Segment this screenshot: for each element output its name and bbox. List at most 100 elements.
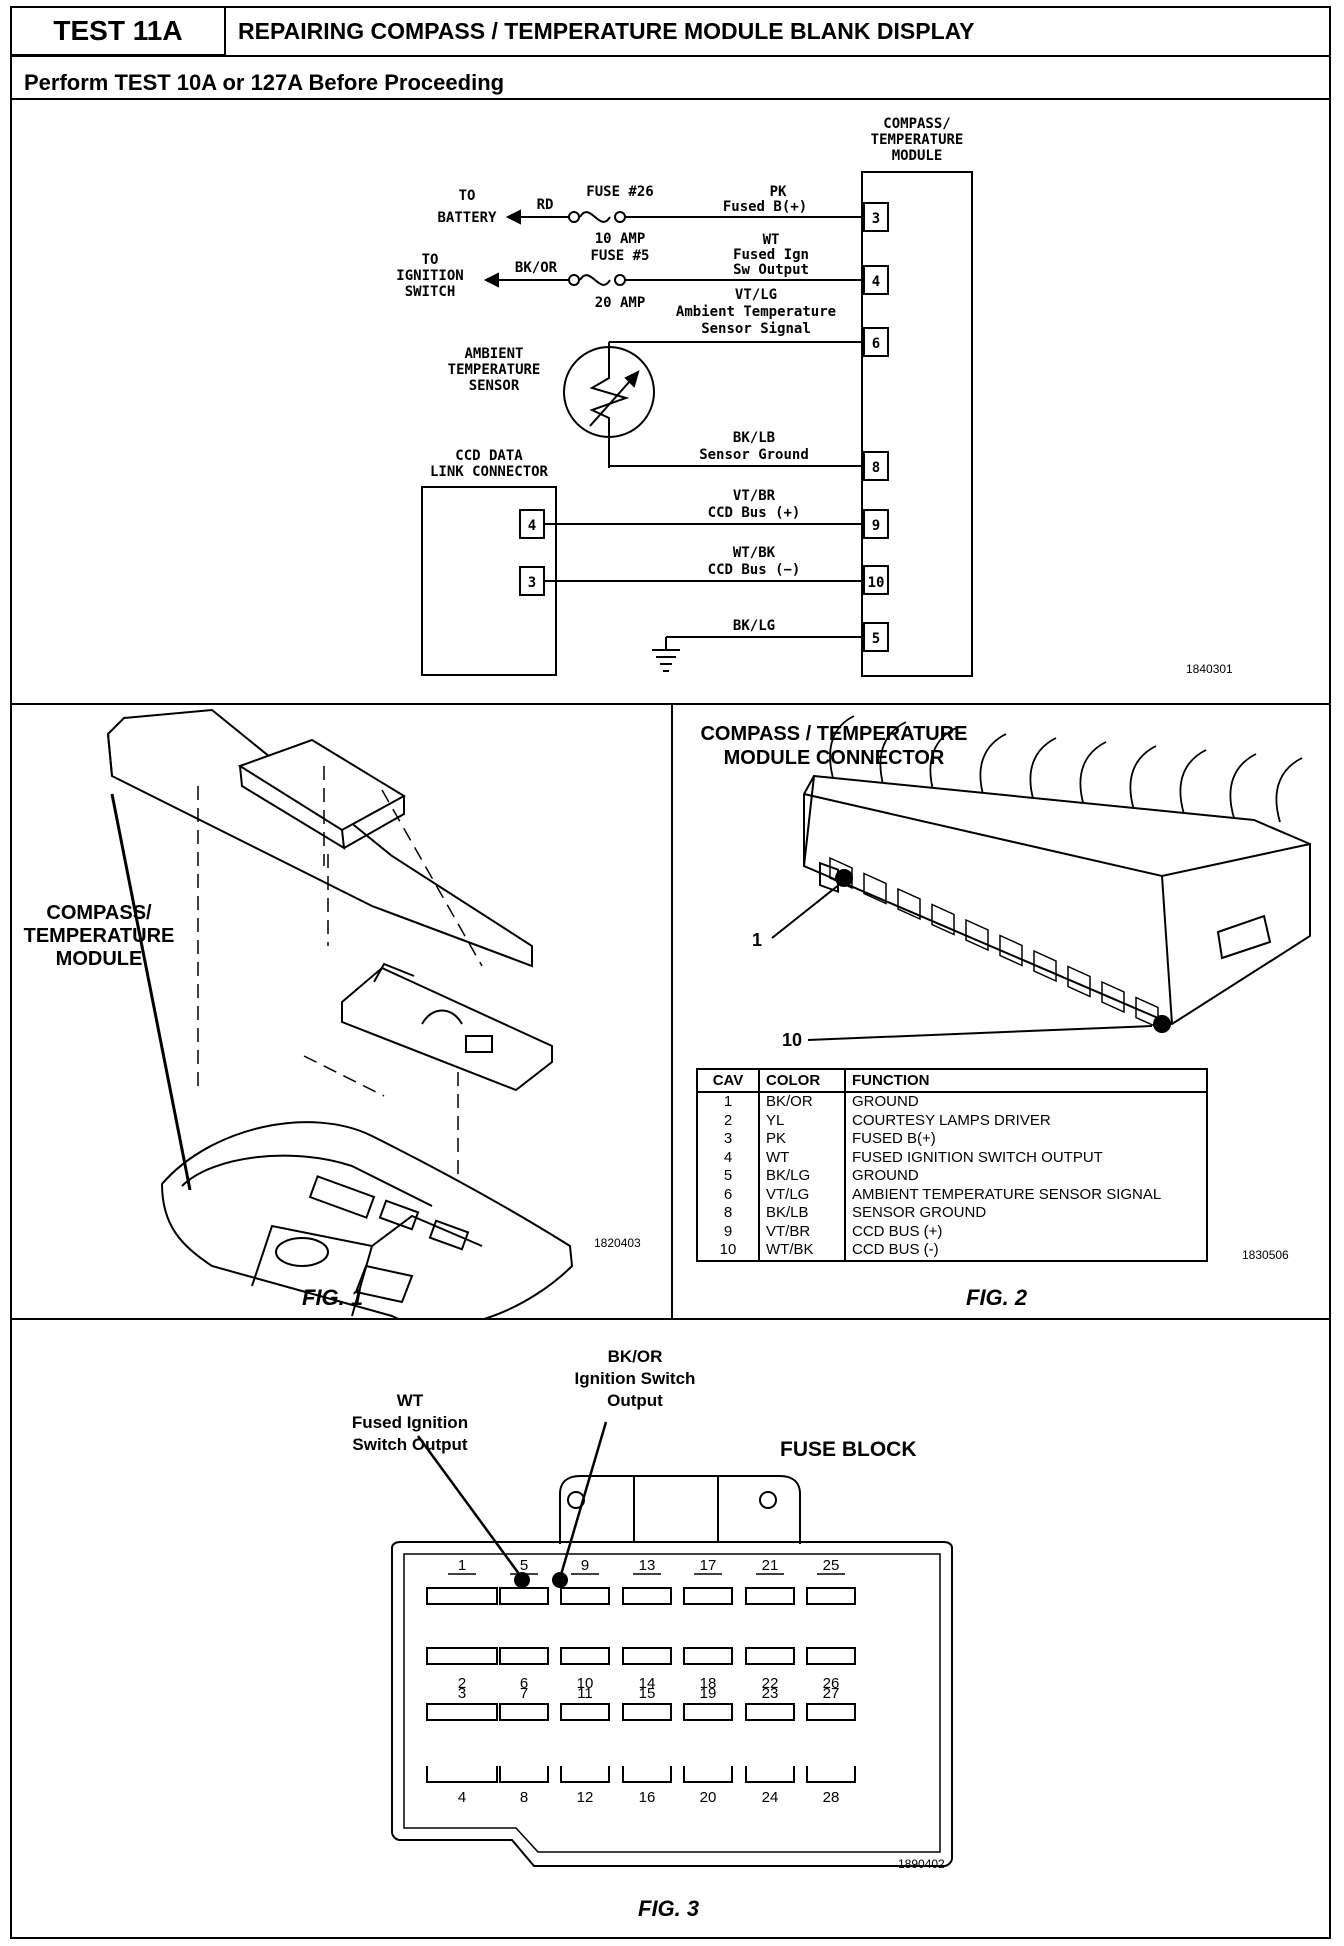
module-box: [861, 171, 973, 677]
fuse-slot: [683, 1587, 733, 1605]
svg-text:20 AMP: 20 AMP: [595, 295, 646, 311]
module-label: COMPASS/: [883, 116, 950, 132]
fuse-number: 26: [823, 1675, 840, 1692]
connector-cavity: [931, 903, 955, 936]
fuse-number: 8: [520, 1789, 528, 1806]
connector-cavity: [829, 856, 853, 890]
fig3-code: 1890402: [898, 1857, 945, 1871]
connector-cavity: [863, 872, 887, 905]
fig2-caption: FIG. 2: [966, 1285, 1028, 1310]
fuse-slot: [806, 1703, 856, 1721]
fuse-number: 10: [577, 1675, 594, 1692]
fuse-number: 17: [700, 1557, 717, 1574]
page-subtitle: Perform TEST 10A or 127A Before Proceedi…: [24, 70, 505, 95]
fuse-slot: [560, 1647, 610, 1665]
fuse-number: 12: [577, 1789, 594, 1806]
page-title: REPAIRING COMPASS / TEMPERATURE MODULE B…: [238, 18, 975, 44]
fuse-slot: [683, 1703, 733, 1721]
connector-cavity: [999, 934, 1023, 967]
fuse-number: 27: [823, 1685, 840, 1702]
fig2-pin-1-label: 1: [752, 930, 762, 950]
table-header-color: COLOR: [759, 1069, 846, 1093]
fuse-slot: [622, 1587, 672, 1605]
fuse-slot: [622, 1703, 672, 1721]
fig1-illustration: [106, 708, 574, 1318]
fuse-slot: [806, 1766, 856, 1783]
fuse-number: 22: [762, 1675, 779, 1692]
svg-text:IGNITION: IGNITION: [396, 268, 463, 284]
svg-text:5: 5: [872, 631, 880, 647]
fig1-code: 1820403: [594, 1236, 641, 1250]
fuse-number: 28: [823, 1789, 840, 1806]
fuse-slot: [499, 1703, 549, 1721]
svg-text:Ambient Temperature: Ambient Temperature: [676, 304, 836, 320]
svg-text:RD: RD: [537, 197, 554, 213]
fuse-number: 20: [700, 1789, 717, 1806]
svg-text:10 AMP: 10 AMP: [595, 231, 646, 247]
table-header-function: FUNCTION: [845, 1069, 1207, 1093]
fuse-number: 25: [823, 1557, 840, 1574]
svg-text:8: 8: [872, 460, 880, 476]
fuse-slot: [426, 1647, 498, 1665]
svg-text:9: 9: [872, 518, 880, 534]
svg-text:4: 4: [872, 274, 880, 290]
fuse-number: 21: [762, 1557, 779, 1574]
fig2-pin-10-label: 10: [782, 1030, 802, 1050]
fuse-slot: [745, 1703, 795, 1721]
fuse-slot: [426, 1587, 498, 1605]
fig3-caption: FIG. 3: [638, 1896, 700, 1921]
svg-text:SWITCH: SWITCH: [405, 284, 456, 300]
fuse-slot: [426, 1703, 498, 1721]
connector-cavity: [897, 887, 921, 921]
fuse-slot: [683, 1647, 733, 1665]
svg-text:BK/LG: BK/LG: [733, 618, 775, 634]
fuse-slot: [426, 1766, 498, 1783]
battery-label: TO: [459, 188, 476, 204]
fuse-number: 15: [639, 1685, 656, 1702]
connector-cavity: [1033, 949, 1057, 983]
fuse-slot: [499, 1647, 549, 1665]
fuse-number: 13: [639, 1557, 656, 1574]
svg-text:10: 10: [868, 575, 885, 591]
fuse-number: 2: [458, 1675, 466, 1692]
fuse-number: 18: [700, 1675, 717, 1692]
fuse-slot: [806, 1647, 856, 1665]
fuse-number: 16: [639, 1789, 656, 1806]
fuse-block-title: FUSE BLOCK: [780, 1438, 917, 1461]
svg-text:MODULE: MODULE: [892, 148, 943, 164]
fuse-number: 19: [700, 1685, 717, 1702]
svg-text:BK/LB: BK/LB: [733, 430, 775, 446]
fuse-slot: [499, 1587, 549, 1605]
svg-text:WT/BK: WT/BK: [733, 545, 776, 561]
fuse-number: 9: [581, 1557, 589, 1574]
svg-text:Fused B(+): Fused B(+): [723, 199, 807, 215]
connector-cavity: [1101, 980, 1125, 1014]
fuse-number: 4: [458, 1789, 466, 1806]
fuse-slot: [560, 1703, 610, 1721]
fuse-number: 1: [458, 1557, 466, 1574]
svg-text:TEMPERATURE: TEMPERATURE: [448, 362, 541, 378]
fuse-number: 7: [520, 1685, 528, 1702]
fuse-slot: [560, 1766, 610, 1783]
schematic-code: 1840301: [1186, 662, 1233, 676]
svg-text:Sensor Ground: Sensor Ground: [699, 447, 809, 463]
section-divider-3: [10, 1318, 1331, 1320]
fuse-number: 23: [762, 1685, 779, 1702]
svg-text:VT/BR: VT/BR: [733, 488, 776, 504]
svg-text:4: 4: [528, 518, 536, 534]
fuse-number: 5: [520, 1557, 528, 1574]
connector-cavity: [1067, 965, 1091, 998]
wiring-schematic: COMPASS/ TEMPERATURE MODULE 3 4 6 8 9 10…: [396, 116, 1233, 677]
